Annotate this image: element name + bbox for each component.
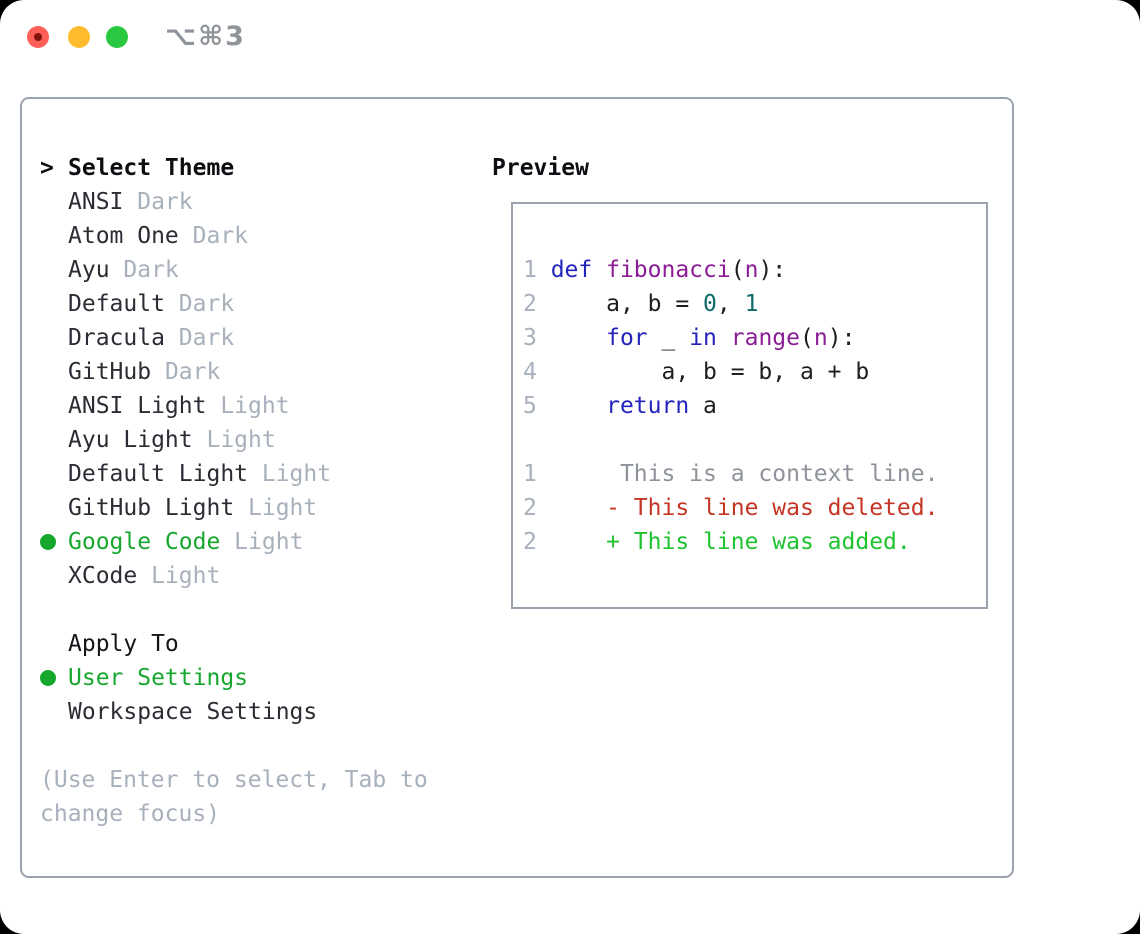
code-line xyxy=(523,423,978,457)
code-line: 3 for _ in range(n): xyxy=(523,325,856,351)
selection-prompt-icon: > xyxy=(40,155,54,181)
line-number: 2 xyxy=(523,495,551,521)
option-variant-label: Dark xyxy=(164,291,235,317)
minimize-button[interactable] xyxy=(68,26,90,48)
line-number: 5 xyxy=(523,393,551,419)
code-line: 5 return a xyxy=(523,393,717,419)
option-variant-label: Dark xyxy=(164,325,235,351)
radio-selected-icon xyxy=(40,534,56,550)
theme-item-ansi-dark[interactable]: ANSI Dark xyxy=(40,185,490,219)
option-label: Ayu xyxy=(68,257,110,283)
theme-item-google-code-light[interactable]: Google Code Light xyxy=(40,525,490,559)
radio-icon xyxy=(40,502,53,515)
option-label: User Settings xyxy=(68,665,249,691)
option-label: Workspace Settings xyxy=(68,699,318,725)
option-variant-label: Light xyxy=(137,563,221,589)
radio-icon xyxy=(40,570,53,583)
preview-pane: 1 def fibonacci(n): 2 a, b = 0, 1 3 for _ … xyxy=(511,202,988,609)
apply-option-workspace-settings[interactable]: Workspace Settings xyxy=(40,695,490,729)
theme-list-title: Select Theme xyxy=(68,155,235,181)
code-line: 1 This is a context line. xyxy=(523,461,939,487)
radio-icon xyxy=(40,196,53,209)
line-number: 2 xyxy=(523,291,551,317)
theme-item-ayu-light-light[interactable]: Ayu Light Light xyxy=(40,423,490,457)
radio-icon xyxy=(40,366,53,379)
code-line: 2 - This line was deleted. xyxy=(523,495,939,521)
radio-icon xyxy=(40,434,53,447)
option-variant-label: Light xyxy=(234,495,318,521)
radio-icon xyxy=(40,298,53,311)
radio-icon xyxy=(40,264,53,277)
radio-icon xyxy=(40,400,53,413)
line-number: 1 xyxy=(523,257,551,283)
radio-icon xyxy=(40,468,53,481)
code-line: 2 a, b = 0, 1 xyxy=(523,291,759,317)
theme-item-github-light-light[interactable]: GitHub Light Light xyxy=(40,491,490,525)
line-number: 4 xyxy=(523,359,551,385)
spacer xyxy=(40,729,490,763)
theme-item-atom-one-dark[interactable]: Atom One Dark xyxy=(40,219,490,253)
spacer xyxy=(40,593,490,627)
close-button[interactable] xyxy=(27,26,49,48)
option-variant-label: Dark xyxy=(178,223,249,249)
option-label: XCode xyxy=(68,563,138,589)
theme-item-dracula-dark[interactable]: Dracula Dark xyxy=(40,321,490,355)
option-label: ANSI xyxy=(68,189,124,215)
option-label: Default xyxy=(68,291,165,317)
line-number: 3 xyxy=(523,325,551,351)
apply-option-user-settings[interactable]: User Settings xyxy=(40,661,490,695)
option-label: ANSI Light xyxy=(68,393,207,419)
option-variant-label: Light xyxy=(248,461,332,487)
option-variant-label: Light xyxy=(206,393,290,419)
theme-item-github-dark[interactable]: GitHub Dark xyxy=(40,355,490,389)
code-preview: 1 def fibonacci(n): 2 a, b = 0, 1 3 for _ … xyxy=(513,204,986,559)
theme-item-xcode-light[interactable]: XCode Light xyxy=(40,559,490,593)
radio-icon xyxy=(40,230,53,243)
apply-to-header: Apply To xyxy=(40,627,490,661)
option-label: GitHub xyxy=(68,359,152,385)
line-number: 2 xyxy=(523,529,551,555)
option-label: Ayu Light xyxy=(68,427,193,453)
option-label: Default Light xyxy=(68,461,249,487)
option-variant-label: Dark xyxy=(123,189,193,215)
window-title: ⌥⌘3 xyxy=(165,21,246,52)
option-label: Dracula xyxy=(68,325,165,351)
option-label: GitHub Light xyxy=(68,495,235,521)
option-variant-label: Light xyxy=(192,427,276,453)
apply-to-title: Apply To xyxy=(68,631,179,657)
option-variant-label: Light xyxy=(220,529,304,555)
option-label: Google Code xyxy=(68,529,221,555)
theme-item-ansi-light-light[interactable]: ANSI Light Light xyxy=(40,389,490,423)
option-variant-label: Dark xyxy=(109,257,179,283)
preview-title: Preview xyxy=(492,155,589,181)
theme-item-ayu-dark[interactable]: Ayu Dark xyxy=(40,253,490,287)
radio-icon xyxy=(40,706,53,719)
radio-selected-icon xyxy=(40,670,56,686)
code-line: 2 + This line was added. xyxy=(523,529,911,555)
radio-icon xyxy=(40,332,53,345)
option-variant-label: Dark xyxy=(151,359,221,385)
titlebar: ⌥⌘3 xyxy=(0,0,1140,72)
line-number: 1 xyxy=(523,461,551,487)
theme-item-default-light-light[interactable]: Default Light Light xyxy=(40,457,490,491)
code-line: 1 def fibonacci(n): xyxy=(523,257,787,283)
option-label: Atom One xyxy=(68,223,179,249)
code-line: 4 a, b = b, a + b xyxy=(523,359,870,385)
theme-item-default-dark[interactable]: Default Dark xyxy=(40,287,490,321)
zoom-button[interactable] xyxy=(106,26,128,48)
theme-list-header: > Select Theme xyxy=(40,151,490,185)
